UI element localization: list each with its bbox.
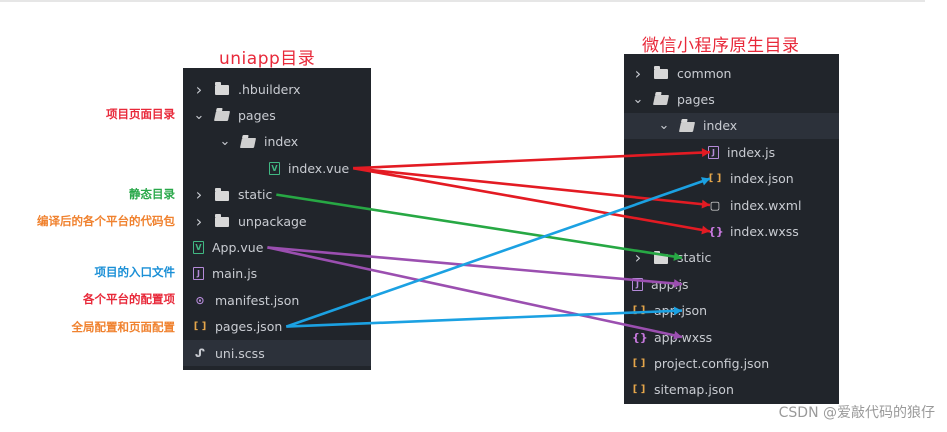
arrow-head <box>701 199 710 209</box>
js-file-icon: J <box>193 267 204 281</box>
folder-icon <box>654 66 668 79</box>
chevron-down-icon[interactable]: ⌄ <box>632 91 644 107</box>
wechat-tree-item[interactable]: {} index.wxss <box>624 218 839 244</box>
wxss-file-icon: {} <box>632 330 648 344</box>
arrow-head <box>700 177 710 186</box>
top-divider <box>0 0 925 2</box>
tree-item-label: pages <box>677 91 715 107</box>
arrow-head <box>701 225 710 235</box>
arrow-head <box>673 252 682 261</box>
uniapp-tree-item[interactable]: ᔑ uni.scss <box>183 340 371 366</box>
wxml-file-icon: ▢ <box>709 198 721 212</box>
uniapp-tree-item[interactable]: V App.vue <box>183 234 371 260</box>
chevron-right-icon[interactable]: › <box>195 211 203 231</box>
arrow-head <box>701 148 710 157</box>
wechat-tree-item[interactable]: [ ] index.json <box>624 166 839 192</box>
tree-item-label: main.js <box>212 266 258 282</box>
folder-icon <box>215 82 229 95</box>
right-title: 微信小程序原生目录 <box>642 36 800 56</box>
tree-item-label: .hbuilderx <box>238 81 301 97</box>
chevron-right-icon[interactable]: › <box>634 248 642 268</box>
chevron-down-icon[interactable]: ⌄ <box>658 118 670 134</box>
chevron-right-icon[interactable]: › <box>195 185 203 205</box>
uniapp-tree-item[interactable]: ⌄ index <box>183 129 371 155</box>
annotation-label: 各个平台的配置项 <box>83 292 175 306</box>
connection-line <box>276 193 683 260</box>
connection-line <box>353 150 711 170</box>
wechat-tree-item[interactable]: › common <box>624 60 839 86</box>
tree-item-label: index.json <box>730 171 794 187</box>
vue-file-icon: V <box>269 161 280 175</box>
connection-line <box>267 246 683 339</box>
tree-item-label: index.js <box>727 144 776 160</box>
wxss-file-icon: {} <box>708 224 724 238</box>
uniapp-tree-item[interactable]: › .hbuilderx <box>183 76 371 102</box>
uniapp-tree-item[interactable]: ⌄ pages <box>183 102 371 128</box>
wechat-tree-item[interactable]: [ ] sitemap.json <box>624 377 839 403</box>
connection-line <box>286 309 683 328</box>
json-file-icon: [ ] <box>632 384 646 396</box>
annotation-label: 全局配置和页面配置 <box>71 320 176 334</box>
chevron-down-icon[interactable]: ⌄ <box>193 107 205 123</box>
scss-file-icon: ᔑ <box>194 346 206 360</box>
connection-line <box>267 246 683 286</box>
watermark: CSDN @爱敲代码的狼仔 <box>778 405 935 421</box>
uniapp-tree-item[interactable]: › static <box>183 182 371 208</box>
arrow-head <box>673 331 682 340</box>
annotation-label: 编译后的各个平台的代码包 <box>37 214 175 228</box>
uniapp-tree-item[interactable]: [ ] pages.json <box>183 314 371 340</box>
wechat-tree-item[interactable]: ⌄ pages <box>624 86 839 112</box>
tree-item-label: unpackage <box>238 213 307 229</box>
uniapp-tree-item[interactable]: ⊙ manifest.json <box>183 287 371 313</box>
tree-item-label: uni.scss <box>215 345 265 361</box>
annotation-label: 静态目录 <box>129 187 175 201</box>
wechat-tree-item[interactable]: [ ] project.config.json <box>624 350 839 376</box>
json-file-icon: [ ] <box>632 357 646 369</box>
tree-item-label: manifest.json <box>215 292 300 308</box>
json-file-icon: [ ] <box>193 321 207 333</box>
left-title: uniapp目录 <box>219 49 316 69</box>
tree-item-label: common <box>677 65 732 81</box>
tree-item-label: index.vue <box>288 160 350 176</box>
folder-icon <box>654 250 668 264</box>
js-file-icon: J <box>632 277 643 291</box>
tree-item-label: index <box>264 134 299 150</box>
chevron-right-icon[interactable]: › <box>634 63 642 83</box>
folder-icon <box>215 214 229 227</box>
wechat-tree-item[interactable]: › static <box>624 245 839 271</box>
connection-line <box>285 177 711 328</box>
uniapp-tree-item[interactable]: › unpackage <box>183 208 371 234</box>
json-file-icon: [ ] <box>632 305 646 317</box>
vue-file-icon: V <box>193 240 204 254</box>
tree-item-label: index.wxss <box>730 223 799 239</box>
tree-item-label: sitemap.json <box>654 382 734 398</box>
wechat-tree-item[interactable]: ⌄ index <box>624 112 839 139</box>
annotation-label: 项目的入口文件 <box>94 265 176 279</box>
tree-item-label: index.wxml <box>730 197 802 213</box>
tree-item-label: static <box>238 187 273 203</box>
chevron-down-icon[interactable]: ⌄ <box>219 134 231 150</box>
tree-item-label: index <box>703 118 738 134</box>
tree-item-label: project.config.json <box>654 355 770 371</box>
tree-item-label: App.vue <box>212 239 264 255</box>
arrow-head <box>673 279 682 288</box>
manifest-file-icon: ⊙ <box>195 293 205 307</box>
chevron-right-icon[interactable]: › <box>195 79 203 99</box>
arrow-head <box>673 306 682 316</box>
folder-icon <box>215 187 229 201</box>
tree-item-label: pages.json <box>215 319 283 335</box>
connection-line <box>352 166 711 233</box>
tree-item-label: static <box>677 250 712 266</box>
wechat-tree-item[interactable]: ▢ index.wxml <box>624 192 839 218</box>
tree-item-label: pages <box>238 107 276 123</box>
annotation-label: 项目页面目录 <box>106 107 175 121</box>
json-file-icon: [ ] <box>708 173 722 185</box>
